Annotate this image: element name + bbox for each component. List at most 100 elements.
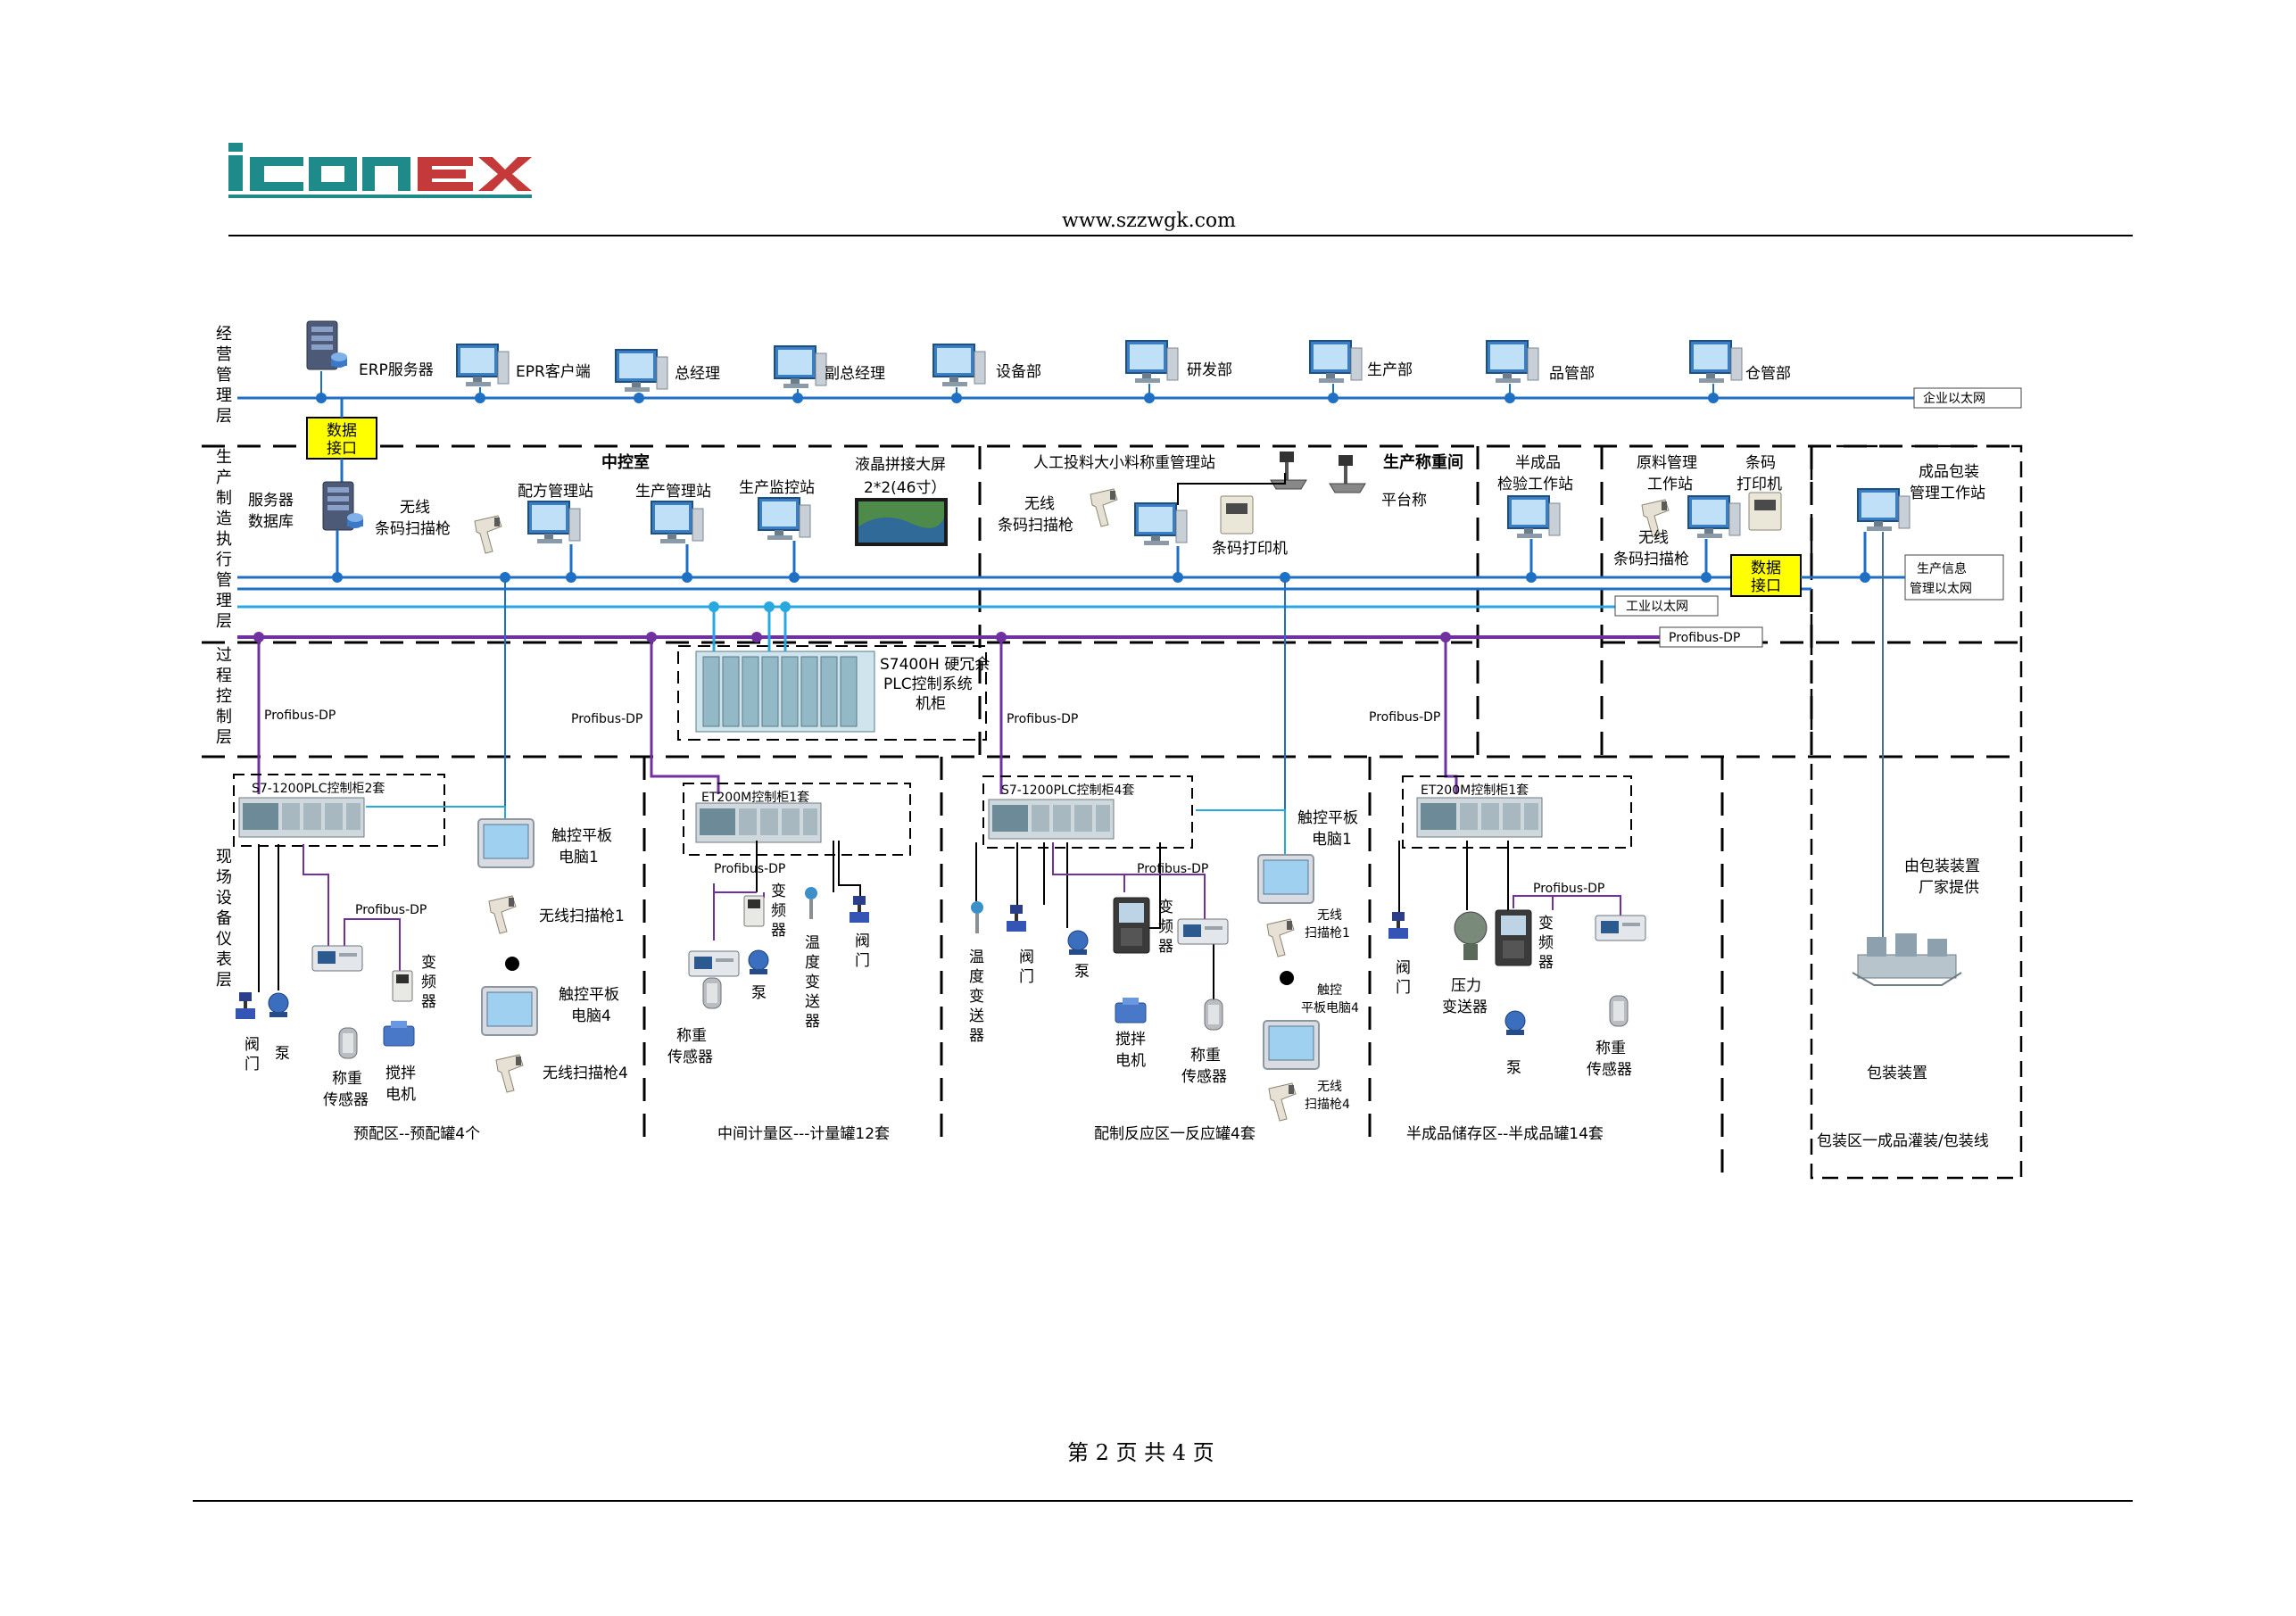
production-info-label-line1: 生产信息 [1917, 561, 1967, 576]
raw-material-pc-icon [1687, 495, 1741, 539]
svg-text:电机: 电机 [385, 1086, 416, 1104]
zone4-valve-icon [1388, 912, 1408, 939]
svg-text:器: 器 [969, 1027, 984, 1045]
layer-label-char: 行 [216, 551, 232, 569]
svg-text:电脑1: 电脑1 [559, 849, 599, 866]
svg-text:频: 频 [421, 974, 436, 991]
layer-label-char: 理 [216, 592, 232, 610]
svg-text:无线扫描枪4: 无线扫描枪4 [543, 1065, 628, 1082]
production-station-pc-icon [651, 501, 704, 544]
svg-text:泵: 泵 [751, 984, 767, 1002]
quality-dept-icon [1486, 340, 1539, 384]
s7-1200-a-label: S7-1200PLC控制柜2套 [252, 782, 385, 796]
svg-text:门: 门 [1019, 968, 1034, 986]
zone3-drive-icon [1113, 897, 1150, 954]
s7-1200-b-box [982, 775, 1193, 849]
svg-text:送: 送 [805, 993, 820, 1011]
epr-client-label: EPR客户端 [516, 363, 591, 381]
erp-server-icon [306, 320, 348, 370]
zone2-dp-device-icon [688, 950, 740, 977]
zone3-scan1-icon [1266, 918, 1295, 957]
data-interface-top: 数据 接口 [306, 417, 377, 460]
svg-text:频: 频 [1538, 934, 1554, 952]
production-info-label-line2: 管理以太网 [1910, 582, 1972, 596]
profibus-net-label: Profibus-DP [1659, 626, 1763, 648]
zone2-weigh-icon [702, 977, 722, 1009]
production-info-net-label: 生产信息 管理以太网 [1904, 554, 2004, 601]
svg-text:门: 门 [245, 1056, 260, 1073]
svg-text:无线: 无线 [1024, 495, 1055, 513]
svg-text:Profibus-DP: Profibus-DP [714, 862, 785, 876]
svg-text:S7400H 硬冗余: S7400H 硬冗余 [880, 656, 990, 674]
equipment-dept-icon [932, 344, 986, 387]
server-db-label: 服务器 [248, 492, 294, 510]
svg-text:平板电脑4: 平板电脑4 [1301, 1001, 1359, 1015]
svg-text:数据: 数据 [1751, 559, 1781, 577]
svg-text:电脑4: 电脑4 [571, 1007, 611, 1025]
packaging-zone-box [1810, 444, 2023, 1180]
zone5: 由包装装置 厂家提供 包装装置 包装区一成品灌装/包装线 [1817, 858, 1989, 1150]
zone3-weigh-icon [1204, 999, 1223, 1031]
svg-text:触控平板: 触控平板 [559, 986, 619, 1004]
quality-dept-label: 品管部 [1549, 365, 1595, 383]
layer-label-char: 营 [216, 345, 232, 364]
weighing-station-label: 人工投料大小料称重管理站 [1033, 454, 1215, 472]
zone2-caption: 中间计量区---计量罐12套 [717, 1125, 890, 1143]
rnd-dept-icon [1125, 340, 1179, 384]
layer-label-char: 层 [216, 971, 232, 990]
svg-text:搅拌: 搅拌 [1115, 1031, 1146, 1048]
weighing-pc-icon [1134, 502, 1188, 546]
layer-label-char: 场 [216, 868, 232, 887]
weigh-scanner-icon [1090, 488, 1118, 527]
finished-pack-pc-icon [1857, 488, 1911, 532]
db-server-icon [322, 481, 364, 531]
zone1-inverter-icon [392, 970, 413, 1002]
zone4-weigh-icon [1609, 995, 1629, 1027]
layer-label-char: 理 [216, 386, 232, 405]
zone2-temp-icon [805, 887, 817, 919]
zone1-pump-icon [268, 992, 289, 1018]
svg-text:器: 器 [805, 1013, 820, 1031]
svg-text:阀: 阀 [245, 1036, 260, 1054]
et200m-a-box [683, 783, 911, 856]
scale-icon-2 [1329, 454, 1366, 493]
zone4-pressure-icon [1454, 911, 1488, 960]
svg-text:送: 送 [969, 1007, 984, 1025]
recipe-station-label: 配方管理站 [518, 483, 593, 501]
svg-text:温: 温 [805, 934, 820, 952]
layer-label-char: 制 [216, 489, 232, 508]
svg-text:触控平板: 触控平板 [551, 827, 612, 845]
et200m-a-label: ET200M控制柜1套 [701, 791, 809, 805]
layer-label-char: 层 [216, 612, 232, 631]
svg-text:变: 变 [969, 988, 984, 1006]
svg-text:阀: 阀 [855, 932, 870, 950]
semi-inspection-pc-icon [1507, 495, 1561, 539]
svg-text:电机: 电机 [1115, 1052, 1146, 1070]
deputy-manager-icon [774, 345, 827, 389]
zone2-inverter-icon [743, 895, 765, 927]
svg-text:成品包装: 成品包装 [1919, 463, 1979, 481]
production-dept-icon [1309, 340, 1363, 384]
svg-text:无线: 无线 [1317, 908, 1342, 923]
warehouse-dept-label: 仓管部 [1745, 365, 1791, 383]
svg-text:厂家提供: 厂家提供 [1919, 879, 1979, 897]
svg-text:扫描枪4: 扫描枪4 [1305, 1097, 1350, 1112]
profibus-label-3: Profibus-DP [1007, 712, 1078, 726]
monitor-station-label: 生产监控站 [739, 479, 815, 497]
zone5-caption: 包装区一成品灌装/包装线 [1817, 1132, 1989, 1150]
svg-text:工业以太网: 工业以太网 [1626, 600, 1688, 614]
barcode-printer-label: 条码打印机 [1212, 540, 1288, 558]
data-interface-right: 数据 接口 [1730, 554, 1802, 597]
s7-1200-b-label: S7-1200PLC控制柜4套 [1001, 783, 1134, 798]
raw-printer-icon [1748, 492, 1782, 531]
svg-text:检验工作站: 检验工作站 [1497, 476, 1573, 493]
svg-text:触控: 触控 [1317, 983, 1342, 998]
svg-text:条码: 条码 [1745, 454, 1776, 472]
barcode-printer-icon [1220, 495, 1254, 535]
svg-text:接口: 接口 [327, 440, 357, 458]
lcd-wall-label: 液晶拼接大屏 [855, 456, 946, 474]
layer-label-char: 造 [216, 510, 232, 528]
